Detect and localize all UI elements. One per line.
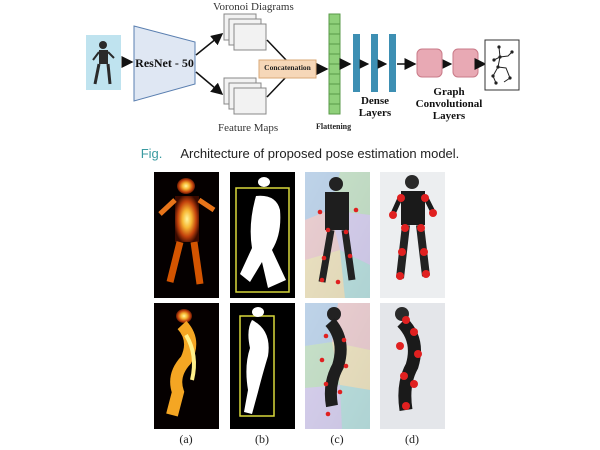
panel-d-bottom <box>380 303 445 429</box>
panel-c-bottom <box>305 303 370 429</box>
concat-label: Concatenation <box>264 63 311 72</box>
panel-label-b: (b) <box>255 432 269 446</box>
arrow-features-concat <box>266 74 289 98</box>
gcn-label: Graph Convolutional Layers <box>408 86 490 122</box>
gcn-label-line3: Layers <box>432 110 466 122</box>
panel-label-c: (c) <box>330 432 344 446</box>
resnet-label: ResNet - 50 <box>135 56 194 70</box>
panel-c-top <box>305 172 370 298</box>
flatten-block <box>328 13 341 115</box>
concat-block <box>258 59 317 79</box>
dense-label: Dense Layers <box>352 95 398 119</box>
voronoi-stack <box>223 13 267 51</box>
feature-maps-label: Feature Maps <box>218 122 279 134</box>
input-image <box>86 35 121 90</box>
panel-label-a: (a) <box>179 432 193 446</box>
dense-label-line2: Layers <box>358 107 392 119</box>
gcn-layer-1 <box>416 48 443 78</box>
arrow-voronoi-concat <box>266 39 289 63</box>
dense-layer-2 <box>371 34 378 92</box>
panel-d-top <box>380 172 445 298</box>
panel-a-bottom <box>154 303 219 429</box>
panel-a-top <box>154 172 219 298</box>
dense-layer-3 <box>389 34 396 92</box>
results-grid <box>154 172 445 429</box>
gcn-layer-2 <box>452 48 479 78</box>
dense-layer-1 <box>353 34 360 92</box>
flatten-label: Flattening <box>316 122 352 131</box>
dense-label-line1: Dense <box>360 95 390 107</box>
caption-text: Architecture of proposed pose estimation… <box>180 146 460 161</box>
panel-label-d: (d) <box>405 432 419 446</box>
panel-b-top <box>230 172 295 298</box>
arrow-resnet-voronoi <box>195 33 224 56</box>
arrow-resnet-features <box>195 71 224 95</box>
caption-prefix: Fig. <box>140 146 163 161</box>
panel-b-bottom <box>230 303 295 429</box>
figure-caption: Fig. Architecture of proposed pose estima… <box>0 146 600 161</box>
resnet-block <box>133 25 196 102</box>
gcn-label-line2: Convolutional <box>415 98 483 110</box>
gcn-label-line1: Graph <box>433 86 465 98</box>
skeleton-output <box>484 39 520 91</box>
architecture-diagram <box>86 13 520 115</box>
voronoi-label: Voronoi Diagrams <box>213 1 294 13</box>
feature-map-stack <box>223 77 267 115</box>
